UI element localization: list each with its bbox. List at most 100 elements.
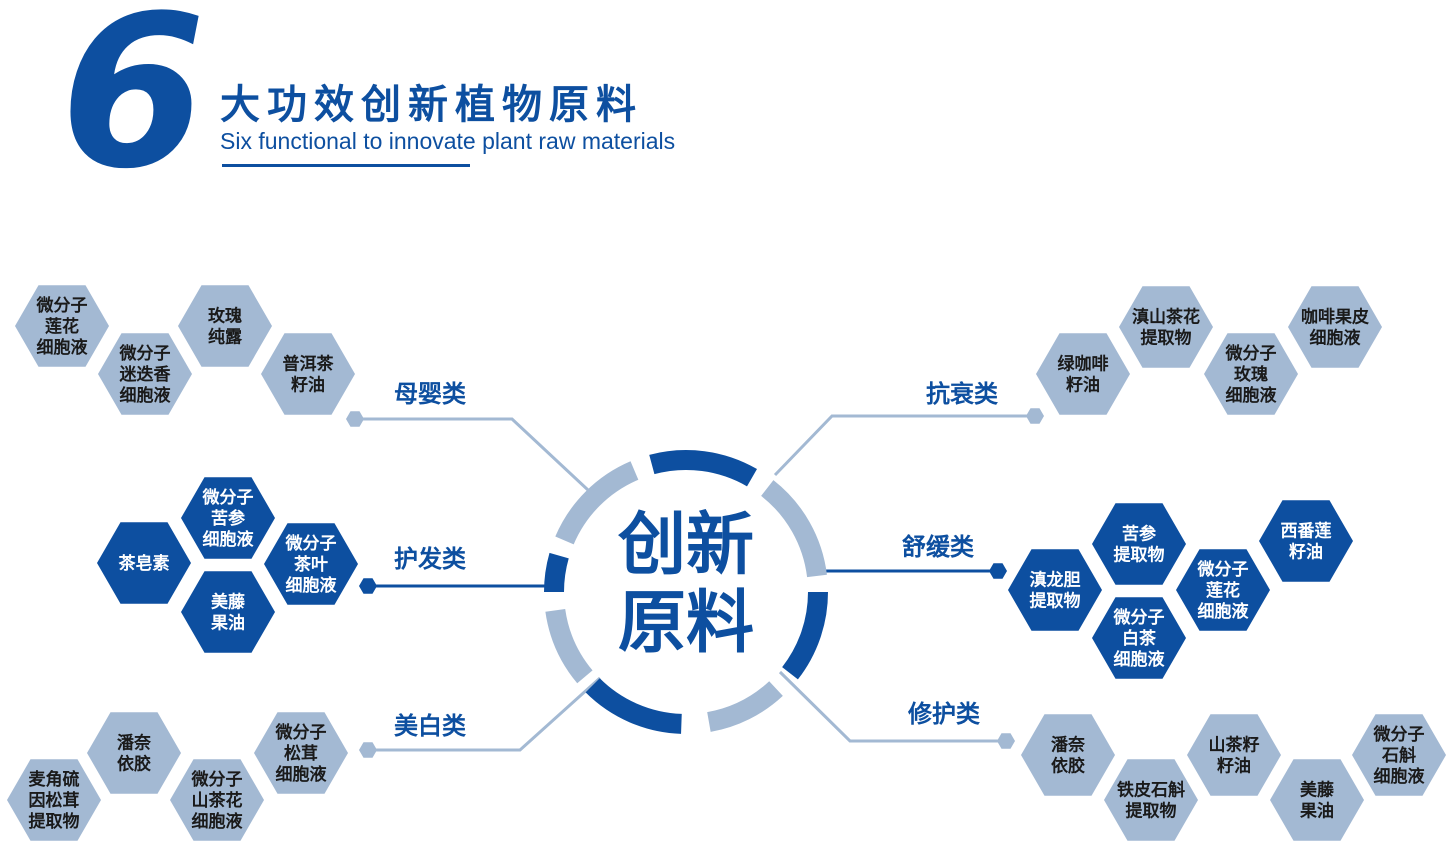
hex-text-line: 绿咖啡 [1058, 354, 1109, 375]
hex-shape [97, 522, 191, 604]
hex-text-line: 莲花 [45, 316, 79, 337]
hex-text-line: 细胞液 [192, 811, 243, 832]
hex-text-line: 玫瑰 [208, 306, 242, 327]
hex-text-line: 茶叶 [294, 554, 328, 575]
hex-shape [7, 759, 101, 841]
hex-text-line: 细胞液 [1374, 766, 1425, 787]
hex-text-line: 纯露 [208, 327, 243, 348]
hex-text-line: 提取物 [29, 811, 80, 832]
hex-text-line: 微分子 [119, 343, 171, 364]
connector-node-xiuhu [997, 733, 1015, 749]
category-label-kangshuai: 抗衰类 [926, 380, 999, 408]
ingredient-hex-hufa-1: 茶皂素 [97, 522, 191, 604]
hex-text-line: 籽油 [1217, 756, 1251, 777]
center-ring [544, 450, 828, 734]
hex-text-line: 松茸 [284, 743, 318, 764]
hex-text-line: 莲花 [1206, 580, 1240, 601]
connector-node-kangshuai [1026, 408, 1044, 424]
hex-text-line: 微分子 [1373, 724, 1425, 745]
hex-text-line: 提取物 [1030, 591, 1081, 612]
center-label-line1: 创新 [617, 506, 754, 585]
hex-text-line: 细胞液 [37, 337, 88, 358]
hex-text-line: 细胞液 [286, 575, 337, 596]
hex-shape [178, 285, 272, 367]
category-label-meibai: 美白类 [394, 712, 467, 740]
hex-text-line: 迷迭香 [119, 364, 171, 385]
ring-segment-7 [544, 552, 569, 592]
hex-text-line: 普洱茶 [283, 354, 335, 375]
hex-text-line: 微分子 [191, 769, 243, 790]
ring-segment-3 [782, 592, 828, 680]
ring-segment-2 [761, 480, 827, 578]
hex-text-line: 果油 [211, 613, 245, 634]
ring-segment-1 [649, 450, 757, 487]
hex-text-line: 细胞液 [203, 529, 254, 550]
page-subtitle: Six functional to innovate plant raw mat… [220, 128, 676, 154]
hex-shape [181, 477, 275, 559]
hex-text-line: 西番莲 [1281, 522, 1332, 542]
hex-text-line: 微分子 [1113, 607, 1165, 628]
hex-text-line: 苦参 [211, 508, 245, 529]
hex-text-line: 茶皂素 [119, 553, 170, 574]
category-label-muying: 母婴类 [394, 380, 467, 408]
hex-text-line: 细胞液 [1198, 601, 1249, 622]
hex-text-line: 滇龙胆 [1030, 570, 1081, 591]
hex-shape [1119, 286, 1213, 368]
hex-text-line: 麦角硫 [29, 769, 80, 790]
connector-muying [355, 417, 590, 492]
hex-shape [1204, 333, 1298, 415]
category-label-hufa: 护发类 [394, 545, 467, 573]
hex-text-line: 山茶籽 [1209, 735, 1260, 756]
hex-text-line: 细胞液 [1226, 385, 1277, 406]
title-underline [222, 164, 470, 167]
hex-shape [181, 571, 275, 653]
hex-text-line: 山茶花 [192, 790, 243, 811]
connector-node-hufa [359, 578, 377, 594]
hex-text-line: 提取物 [1114, 545, 1165, 566]
hex-shape [1021, 714, 1115, 796]
hex-text-line: 籽油 [1289, 542, 1323, 563]
category-label-shuhuan: 舒缓类 [902, 533, 975, 561]
hex-text-line: 美藤 [211, 592, 246, 613]
hex-shape [98, 333, 192, 415]
hex-shape [1259, 500, 1353, 582]
hex-text-line: 细胞液 [1114, 649, 1165, 670]
hex-text-line: 细胞液 [1310, 328, 1361, 349]
hex-text-line: 微分子 [202, 487, 254, 508]
hex-text-line: 因松茸 [29, 790, 80, 811]
ring-segment-0 [555, 461, 639, 545]
hex-text-line: 微分子 [285, 533, 337, 554]
hex-text-line: 提取物 [1141, 328, 1192, 349]
connector-kangshuai [773, 414, 1035, 477]
hex-text-line: 微分子 [1225, 343, 1277, 364]
hex-shape [1008, 549, 1102, 631]
hex-shape [1036, 333, 1130, 415]
hex-shape [1104, 759, 1198, 841]
hex-text-line: 微分子 [36, 295, 88, 316]
connector-node-muying [346, 411, 364, 427]
category-label-xiuhu: 修护类 [907, 700, 981, 728]
hex-text-line: 籽油 [291, 375, 325, 396]
page-title: 大功效创新植物原料 [220, 82, 643, 128]
hex-text-line: 潘奈 [117, 733, 152, 754]
hex-shape [1092, 597, 1186, 679]
big-number-six: 6 [60, 0, 207, 215]
hex-shape [87, 712, 181, 794]
